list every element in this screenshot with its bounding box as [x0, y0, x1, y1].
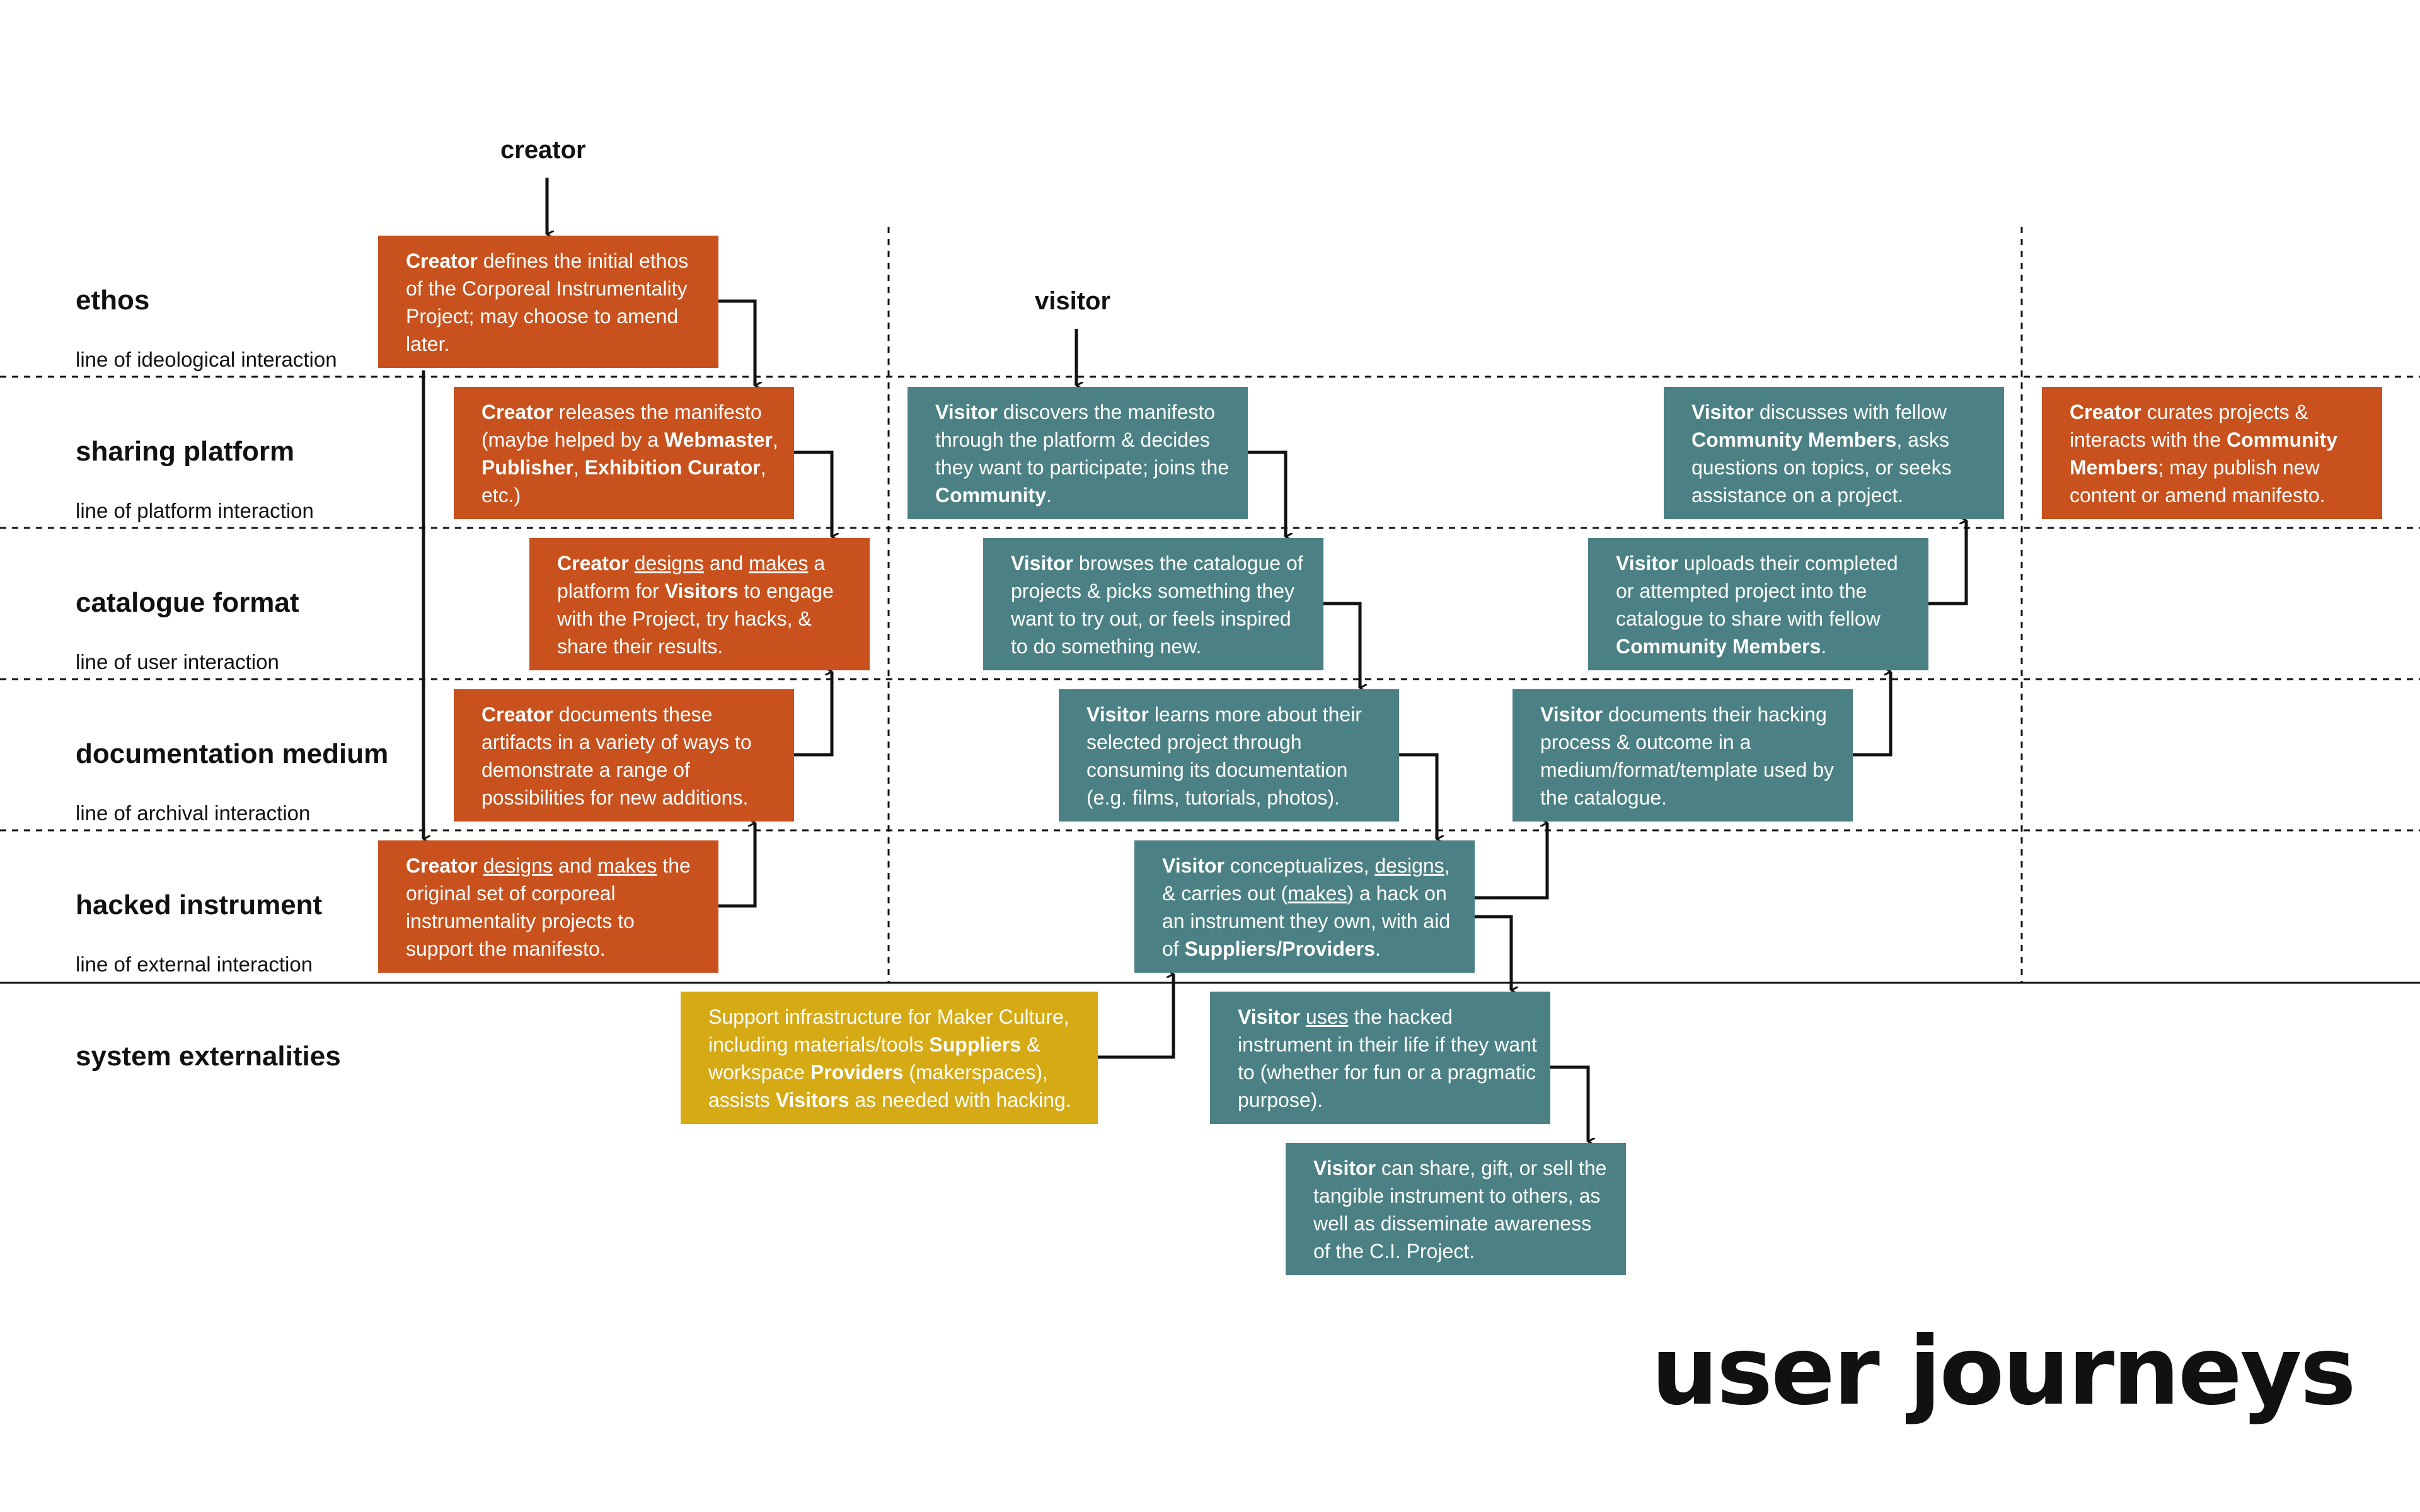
creator-step-platform: Creator designs and makes a platform for… — [529, 538, 870, 670]
lane-title-sharing-platform: sharing platform — [76, 436, 295, 467]
arrow-v8-v9 — [1928, 520, 1968, 605]
lane-title-hacked-instrument: hacked instrument — [76, 890, 323, 920]
visitor-step-discovers: Visitor discovers the manifesto through … — [908, 387, 1248, 519]
creator-step-manifesto: Creator releases the manifesto (maybe he… — [454, 387, 794, 519]
arrow-v2-v3 — [1323, 602, 1360, 688]
arrow-v5-v6 — [1550, 1065, 1588, 1142]
arrow-c5-c4 — [718, 823, 757, 908]
arrow-c1-c2 — [718, 299, 755, 386]
visitor-step-uploads: Visitor uploads their completed or attem… — [1588, 538, 1928, 670]
lane-title-ethos: ethos — [76, 285, 150, 316]
lane-title-catalogue-format: catalogue format — [76, 587, 299, 618]
support-infrastructure-box: Support infrastructure for Maker Culture… — [681, 992, 1098, 1124]
arrow-v4-v7 — [1475, 823, 1549, 900]
creator-step-makes-projects: Creator designs and makes the original s… — [378, 840, 718, 973]
arrow-v1-v2 — [1248, 450, 1286, 537]
lane-line-platform: line of platform interaction — [76, 499, 314, 522]
visitor-step-learns: Visitor learns more about their selected… — [1059, 689, 1399, 822]
creator-step-ethos: Creator defines the initial ethos of the… — [378, 236, 718, 368]
lane-title-system-externalities: system externalities — [76, 1041, 341, 1072]
visitor-step-documents: Visitor documents their hacking process … — [1512, 689, 1853, 822]
lane-divider-lines — [0, 227, 2420, 983]
arrow-s1-v4 — [1098, 974, 1175, 1059]
flow-arrows — [422, 178, 1968, 1142]
lane-title-documentation-medium: documentation medium — [76, 738, 389, 769]
visitor-step-uses: Visitor uses the hacked instrument in th… — [1210, 992, 1550, 1124]
arrow-c4-c3 — [794, 672, 834, 757]
visitor-step-shares: Visitor can share, gift, or sell the tan… — [1286, 1143, 1626, 1275]
arrow-v3-v4 — [1399, 753, 1437, 839]
lane-line-user: line of user interaction — [76, 650, 279, 673]
diagram-title: user journeys — [1651, 1317, 2356, 1426]
visitor-step-browses: Visitor browses the catalogue of project… — [983, 538, 1323, 670]
arrow-c2-c3 — [794, 450, 832, 537]
lane-line-archival: line of archival interaction — [76, 801, 311, 825]
lane-line-ideological: line of ideological interaction — [76, 348, 337, 371]
actor-creator-label: creator — [500, 136, 586, 164]
actor-visitor-label: visitor — [1035, 287, 1111, 315]
creator-step-curates: Creator curates projects & interacts wit… — [2042, 387, 2382, 519]
lane-line-external: line of external interaction — [76, 953, 313, 976]
arrow-v7-v8 — [1853, 672, 1893, 757]
visitor-step-hacks: Visitor conceptualizes, designs, & carri… — [1134, 840, 1475, 973]
creator-step-documents: Creator documents these artifacts in a v… — [454, 689, 794, 822]
arrow-v4-v5 — [1475, 915, 1511, 990]
visitor-step-discusses: Visitor discusses with fellow Community … — [1664, 387, 2004, 519]
